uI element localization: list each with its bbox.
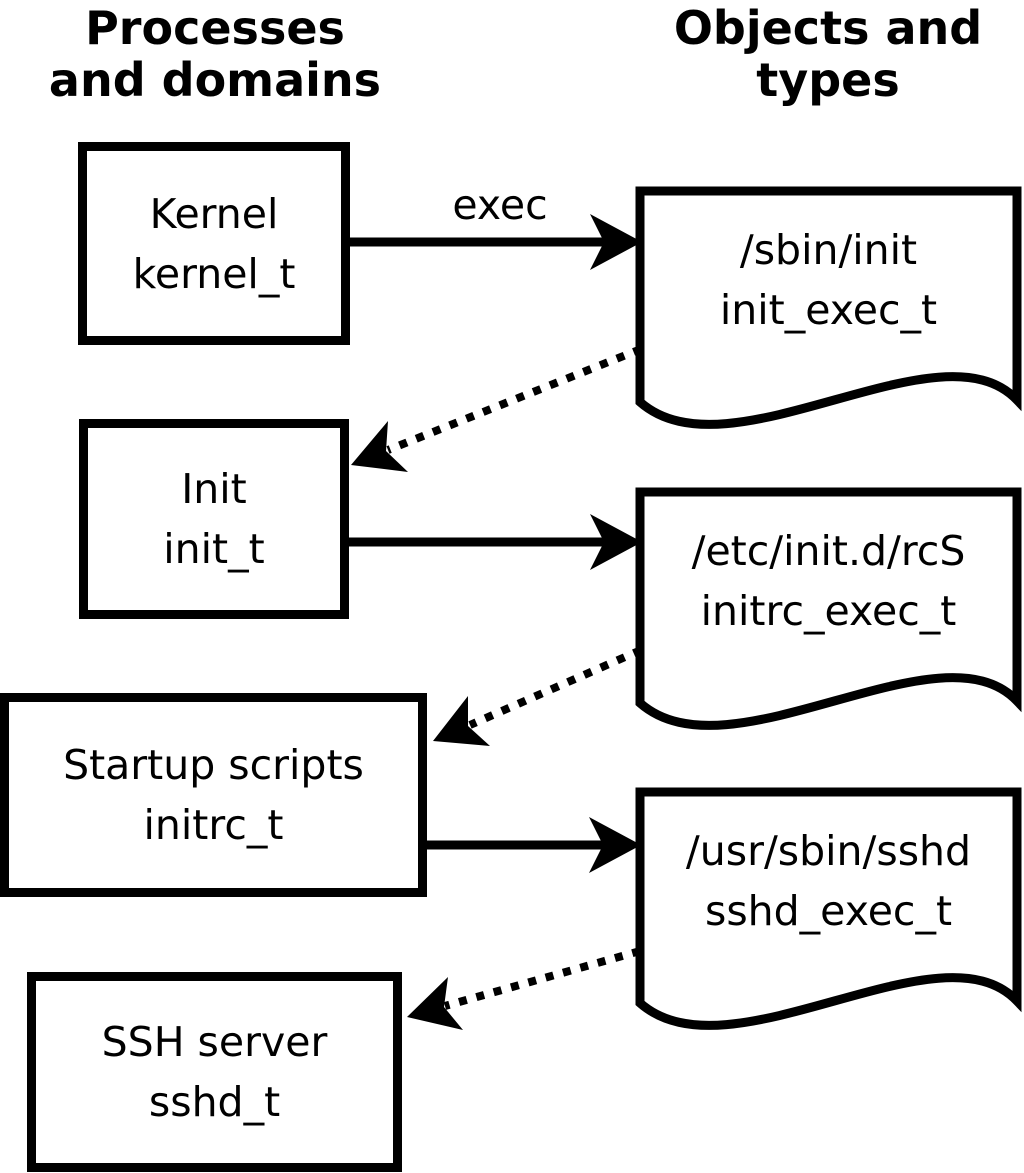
exec-edge-label: exec [452,181,548,229]
process-box-startup-scripts-type: initrc_t [143,801,284,849]
object-doc-usr-sbin-sshd-path: /usr/sbin/sshd [685,827,972,875]
object-doc-usr-sbin-sshd-type: sshd_exec_t [704,887,953,935]
transition-arrow-sbin-init-to-init [351,345,643,472]
object-doc-sbin-init-type: init_exec_t [719,286,938,334]
object-doc-sbin-init-path: /sbin/init [739,226,918,274]
object-doc-etc-initd-rcs-type: initrc_exec_t [700,587,957,635]
process-box-startup-scripts-name: Startup scripts [63,741,364,789]
exec-arrow-kernel-to-sbin-init [348,214,642,270]
process-box-ssh-server: SSH server sshd_t [27,972,402,1172]
process-box-init: Init init_t [79,419,349,619]
exec-arrow-init-to-etc-initd-rcs [347,514,642,570]
column-header-processes-line2: and domains [48,53,382,107]
transition-arrow-etc-initd-rcs-to-startup [433,646,643,746]
process-box-kernel: Kernel kernel_t [78,142,350,345]
document-shape-usr-sbin-sshd [635,787,1022,1030]
object-doc-label-etc-initd-rcs: /etc/init.d/rcS initrc_exec_t [640,501,1017,661]
object-doc-label-usr-sbin-sshd: /usr/sbin/sshd sshd_exec_t [640,801,1017,961]
column-header-processes: Processes and domains [0,2,430,106]
process-box-kernel-name: Kernel [149,189,279,238]
object-doc-etc-initd-rcs-path: /etc/init.d/rcS [691,527,966,575]
process-box-init-type: init_t [163,525,265,573]
exec-arrow-startup-to-usr-sbin-sshd [424,817,641,873]
column-header-objects-line2: types [756,53,900,107]
column-header-objects-line1: Objects and [673,1,983,55]
document-shape-etc-initd-rcs [635,487,1022,730]
process-box-startup-scripts: Startup scripts initrc_t [0,693,427,897]
process-box-ssh-server-type: sshd_t [148,1078,281,1126]
process-box-init-name: Init [181,465,247,513]
process-box-ssh-server-name: SSH server [101,1018,328,1066]
process-box-kernel-type: kernel_t [132,249,296,298]
transition-arrow-usr-sbin-sshd-to-sshserver [407,947,642,1030]
document-shape-sbin-init [635,186,1022,429]
object-doc-label-sbin-init: /sbin/init init_exec_t [640,200,1017,360]
column-header-objects: Objects and types [616,2,1024,106]
column-header-processes-line1: Processes [85,1,345,55]
